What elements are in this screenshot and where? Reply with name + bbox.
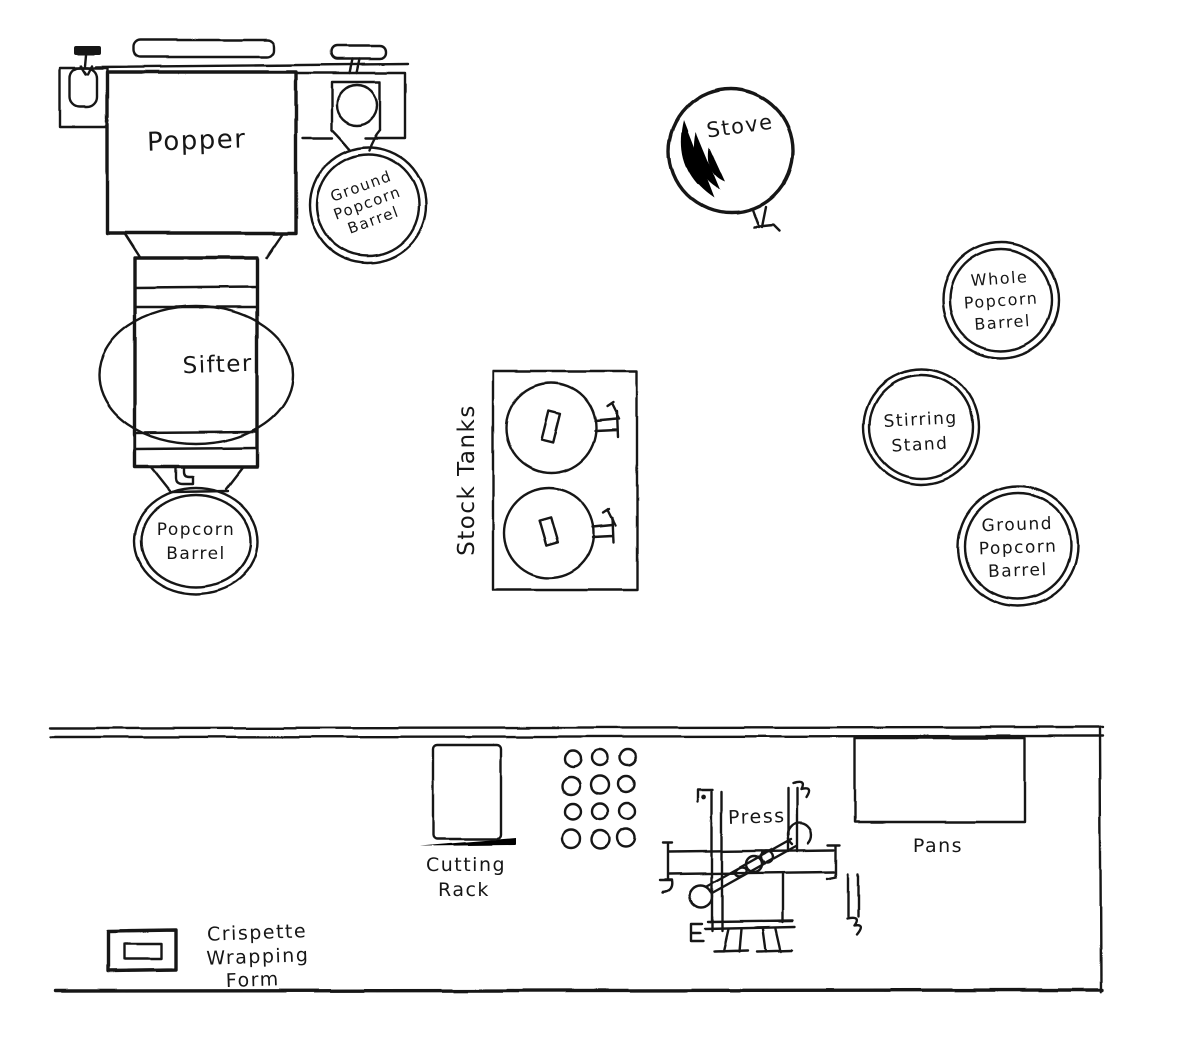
hanging-strings-shape — [560, 747, 638, 851]
popcorn-barrel-shape — [132, 486, 260, 596]
label-whole-popcorn-barrel: Whole Popcorn Barrel — [963, 267, 1039, 334]
label-popcorn-barrel: Popcorn Barrel — [157, 520, 236, 564]
label-crispette-wrapping-form: Crispette Wrapping Form — [206, 920, 310, 992]
label-stirring-stand: Stirring Stand — [883, 408, 958, 457]
label-line: Stirring — [883, 408, 958, 432]
label-line: Barrel — [166, 544, 226, 564]
label-stock-tanks: Stock Tanks — [454, 404, 480, 556]
ground-popcorn-barrel-right-shape — [956, 484, 1080, 608]
label-line: Barrel — [974, 311, 1032, 334]
popper-drive-rod-shape — [74, 38, 410, 76]
crispette-wrapping-form-shape — [106, 928, 178, 973]
label-popper: Popper — [147, 124, 247, 157]
label-line: Wrapping — [206, 944, 310, 970]
label-sifter: Sifter — [182, 351, 253, 379]
label-line: Popcorn — [963, 288, 1039, 312]
label-stove: Stove — [705, 110, 775, 143]
hopper-and-ground-barrel-shape — [294, 71, 428, 265]
label-cutting-rack: Cutting Rack — [426, 854, 506, 901]
popper-shape — [105, 70, 298, 260]
press-shape — [658, 780, 862, 953]
cutting-rack-shape — [419, 737, 516, 846]
label-pans: Pans — [913, 835, 963, 857]
label-line: Barrel — [988, 560, 1048, 582]
label-line: Rack — [438, 879, 490, 901]
labels-layer: Popper Ground Popcorn Barrel Sifter Popc… — [147, 110, 1058, 993]
label-line: Cutting — [426, 854, 506, 876]
label-press: Press — [728, 805, 786, 829]
stirring-stand-shape — [861, 367, 981, 487]
label-line: Whole — [970, 267, 1029, 290]
label-ground-popcorn-barrel-right: Ground Popcorn Barrel — [978, 514, 1057, 582]
popper-side-box-shape — [58, 66, 109, 129]
label-line: Stand — [891, 434, 949, 457]
label-line: Form — [225, 968, 280, 992]
work-table-shape — [48, 725, 1105, 994]
pans-shape — [853, 736, 1027, 824]
label-line: Popcorn — [157, 520, 236, 540]
stove-shape — [667, 87, 795, 233]
whole-popcorn-barrel-shape — [941, 240, 1061, 360]
label-ground-popcorn-barrel-top: Ground Popcorn Barrel — [328, 167, 404, 238]
stock-tanks-shape — [491, 369, 639, 592]
label-line: Crispette — [207, 920, 308, 945]
label-line: Ground — [981, 514, 1053, 536]
label-line: Popcorn — [978, 537, 1057, 560]
